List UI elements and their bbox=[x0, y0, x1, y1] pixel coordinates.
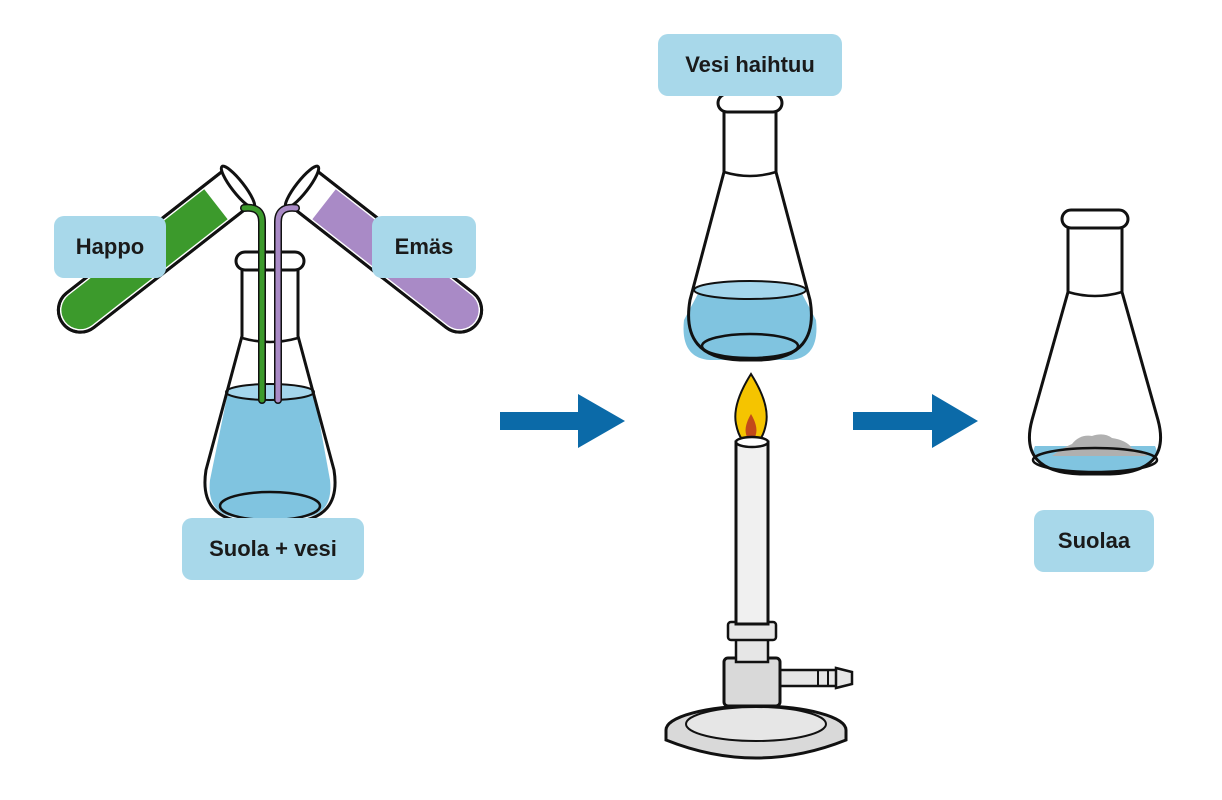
water-evaporates-label: Vesi haihtuu bbox=[658, 34, 842, 96]
arrow-right-icon bbox=[853, 394, 978, 448]
acid-label: Happo bbox=[54, 216, 166, 278]
base-stream bbox=[274, 203, 300, 404]
flame-icon bbox=[734, 372, 768, 446]
arrow-right-icon bbox=[500, 394, 625, 448]
acid-stream bbox=[240, 203, 266, 404]
salt-water-label: Suola + vesi bbox=[182, 518, 364, 580]
bunsen-burner-icon bbox=[664, 435, 854, 760]
salt-residue bbox=[1052, 434, 1148, 456]
base-label: Emäs bbox=[372, 216, 476, 278]
salt-flask-icon bbox=[1027, 208, 1163, 476]
heated-flask-icon bbox=[683, 92, 817, 362]
mixing-flask-icon bbox=[203, 250, 337, 524]
salt-label: Suolaa bbox=[1034, 510, 1154, 572]
